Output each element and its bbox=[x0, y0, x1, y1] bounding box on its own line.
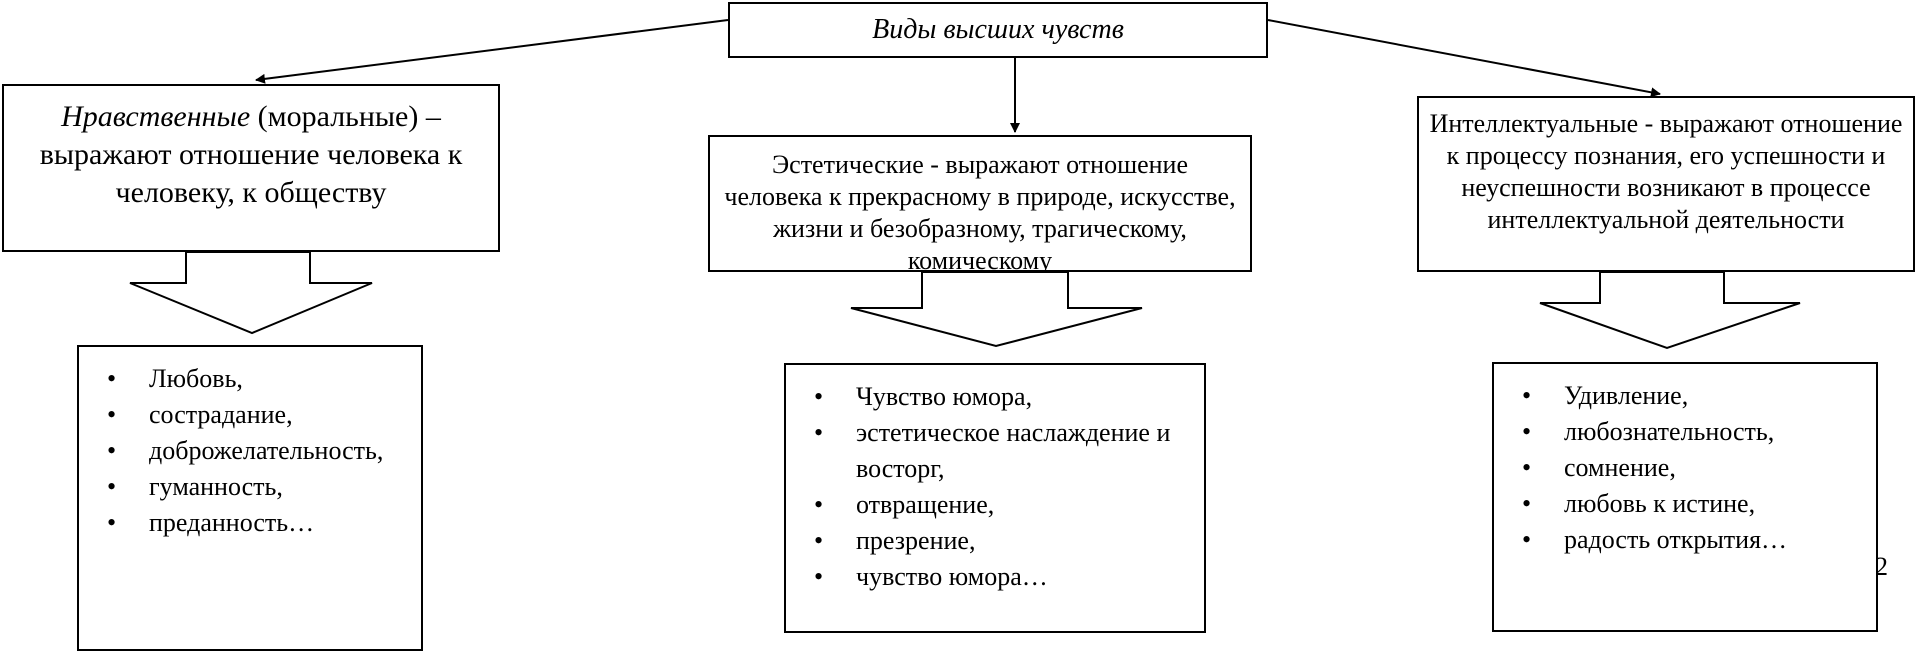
arrow-to-intellectual bbox=[1267, 19, 1661, 98]
list-item: гуманность, bbox=[87, 469, 413, 505]
list-item: чувство юмора… bbox=[794, 559, 1196, 595]
block-arrow-aesthetic bbox=[850, 271, 1143, 348]
list-item: Удивление, bbox=[1502, 378, 1868, 414]
list-item: отвращение, bbox=[794, 487, 1196, 523]
list-item: сострадание, bbox=[87, 397, 413, 433]
arrow-to-moral bbox=[255, 19, 729, 84]
moral-examples-list: Любовь, сострадание, доброжелательность,… bbox=[77, 345, 423, 651]
block-arrow-intellectual bbox=[1539, 271, 1801, 350]
category-intellectual: Интеллектуальные - выражают отношение к … bbox=[1417, 96, 1915, 272]
intellectual-examples-list: Удивление, любознательность, сомнение, л… bbox=[1492, 362, 1878, 632]
aesthetic-examples-list: Чувство юмора, эстетическое наслаждение … bbox=[784, 363, 1206, 633]
list-item: преданность… bbox=[87, 505, 413, 541]
category-moral-description: (моральные) – выражают отношение человек… bbox=[39, 100, 463, 209]
block-arrow-moral bbox=[129, 251, 373, 335]
category-moral-name: Нравственные bbox=[61, 100, 251, 133]
list-item: радость открытия… bbox=[1502, 522, 1868, 558]
list-item: сомнение, bbox=[1502, 450, 1868, 486]
category-aesthetic: Эстетические - выражают отношение челове… bbox=[708, 135, 1252, 272]
list-item: Любовь, bbox=[87, 361, 413, 397]
list-item: любовь к истине, bbox=[1502, 486, 1868, 522]
diagram-title: Виды высших чувств bbox=[728, 2, 1268, 58]
list-item: любознательность, bbox=[1502, 414, 1868, 450]
list-item: презрение, bbox=[794, 523, 1196, 559]
list-item: Чувство юмора, bbox=[794, 379, 1196, 415]
category-moral: Нравственные (моральные) – выражают отно… bbox=[2, 84, 500, 252]
page-number: 2 bbox=[1875, 552, 1888, 581]
list-item: эстетическое наслаждение и восторг, bbox=[794, 415, 1196, 487]
list-item: доброжелательность, bbox=[87, 433, 413, 469]
